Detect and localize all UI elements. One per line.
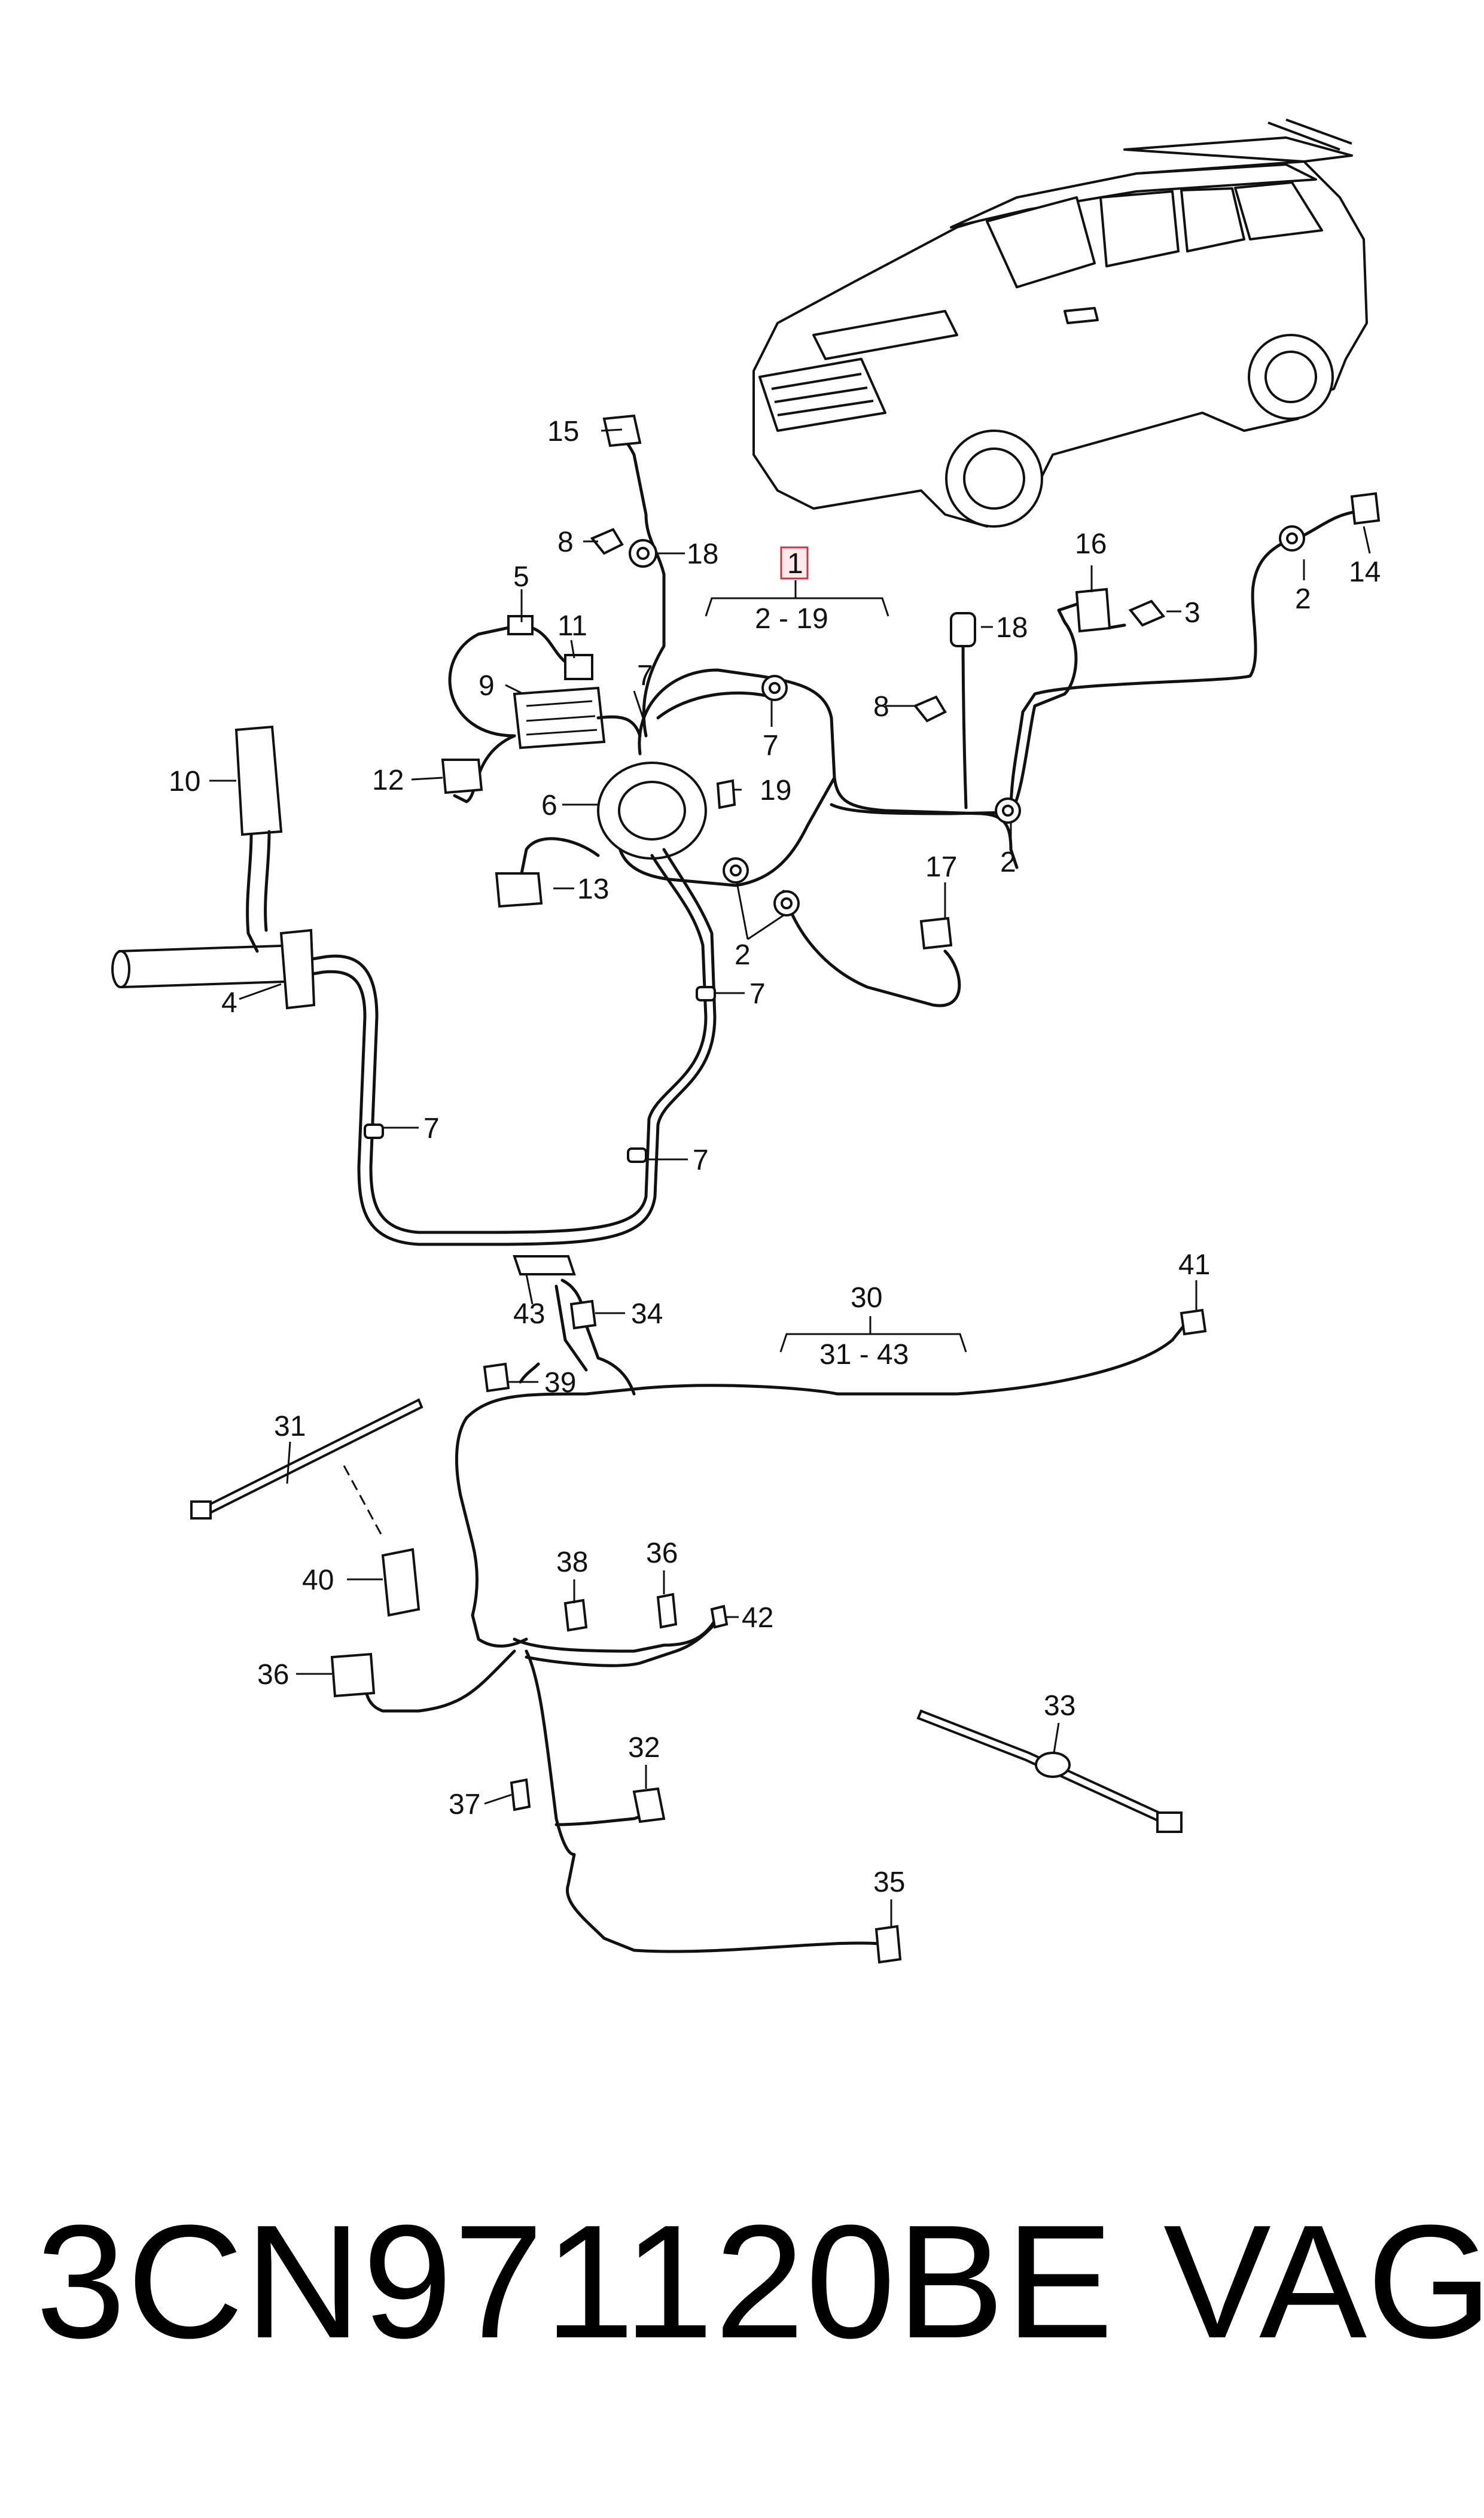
callout-17: 17 <box>925 851 957 883</box>
callout-15: 15 <box>547 416 579 447</box>
callout-9: 9 <box>479 670 495 702</box>
group-30-bracket <box>779 1316 967 1353</box>
callout-43: 43 <box>513 1298 545 1330</box>
connector-43 <box>513 1255 576 1275</box>
clip-3 <box>1128 599 1166 627</box>
group-30-range: 31 - 43 <box>819 1339 909 1371</box>
callout-18b: 18 <box>996 612 1028 644</box>
callout-3: 3 <box>1184 597 1200 629</box>
callout-7b: 7 <box>763 730 779 762</box>
connector-18b <box>950 612 976 647</box>
callout-7c: 7 <box>749 978 766 1010</box>
leader-lines <box>209 428 1371 1926</box>
callout-41: 41 <box>1178 1249 1210 1281</box>
connector-39 <box>483 1362 510 1393</box>
connector-19 <box>716 779 736 809</box>
group-30-label: 30 <box>851 1282 882 1314</box>
callout-38: 38 <box>556 1546 588 1578</box>
callout-39: 39 <box>544 1367 576 1399</box>
callout-2c: 2 <box>735 939 751 971</box>
callout-10: 10 <box>169 766 200 797</box>
brand-label: VAG <box>1163 2192 1484 2372</box>
connector-14 <box>1350 492 1381 525</box>
connector-37 <box>510 1778 531 1811</box>
tube-4 <box>118 943 304 989</box>
callout-11: 11 <box>557 610 587 642</box>
group-1-label: 1 <box>787 548 803 580</box>
group-1-range: 2 - 19 <box>755 603 828 635</box>
connector-36a <box>330 1652 376 1698</box>
callout-40: 40 <box>302 1564 334 1596</box>
callout-19: 19 <box>760 775 791 806</box>
connector-34 <box>569 1299 597 1330</box>
vehicle-illustration <box>752 118 1368 528</box>
callout-6: 6 <box>541 790 557 821</box>
callout-4: 4 <box>221 987 237 1019</box>
connector-16 <box>1075 587 1111 633</box>
callout-12: 12 <box>372 765 404 796</box>
callout-7e: 7 <box>423 1113 440 1144</box>
callout-34: 34 <box>631 1298 663 1330</box>
connector-41 <box>1180 1308 1207 1336</box>
connector-5 <box>507 615 534 635</box>
connector-38 <box>563 1599 588 1632</box>
clip-8a <box>590 528 624 555</box>
connector-15 <box>602 414 642 447</box>
clip-32 <box>632 1787 666 1823</box>
connector-11 <box>564 654 593 680</box>
clip-7b <box>627 1147 647 1163</box>
connector-17 <box>919 917 953 950</box>
connector-35 <box>874 1925 902 1964</box>
callout-2b: 2 <box>1000 847 1016 878</box>
callout-37: 37 <box>449 1789 480 1820</box>
callout-2a: 2 <box>1295 583 1311 615</box>
callout-18a: 18 <box>687 538 718 570</box>
callout-14: 14 <box>1349 556 1381 588</box>
callout-8b: 8 <box>873 691 889 723</box>
connector-10 <box>234 725 283 836</box>
callout-32: 32 <box>628 1732 660 1764</box>
connector-36b <box>656 1593 678 1629</box>
callout-35: 35 <box>873 1867 905 1898</box>
callout-42: 42 <box>742 1602 773 1634</box>
callout-16: 16 <box>1075 528 1107 560</box>
clip-7c <box>364 1123 384 1139</box>
callout-31: 31 <box>274 1411 306 1442</box>
callout-8a: 8 <box>557 526 574 558</box>
callout-33: 33 <box>1044 1690 1075 1722</box>
callout-5: 5 <box>513 561 529 593</box>
harness-group-1 <box>111 414 1381 1246</box>
cable-tie-31 <box>202 1398 423 1517</box>
connector-42 <box>710 1604 729 1629</box>
connector-40 <box>381 1548 420 1617</box>
clip-7a <box>696 986 716 1001</box>
harness-group-30 <box>190 1255 1207 1964</box>
callout-7d: 7 <box>693 1144 709 1176</box>
clip-8b <box>913 695 947 723</box>
part-number: 3CN971120BE <box>36 2192 1115 2372</box>
group-1-bracket <box>705 546 889 617</box>
callout-36b: 36 <box>646 1537 678 1569</box>
connector-13 <box>495 872 543 908</box>
callout-36a: 36 <box>257 1659 289 1691</box>
connector-12 <box>441 759 483 794</box>
grommet-6-inner <box>618 781 686 841</box>
callout-13: 13 <box>577 873 609 905</box>
callout-numbers: 15 8 18 5 11 7 9 10 12 13 6 19 7 18 8 16… <box>169 416 1381 1898</box>
callout-7a: 7 <box>637 660 653 692</box>
